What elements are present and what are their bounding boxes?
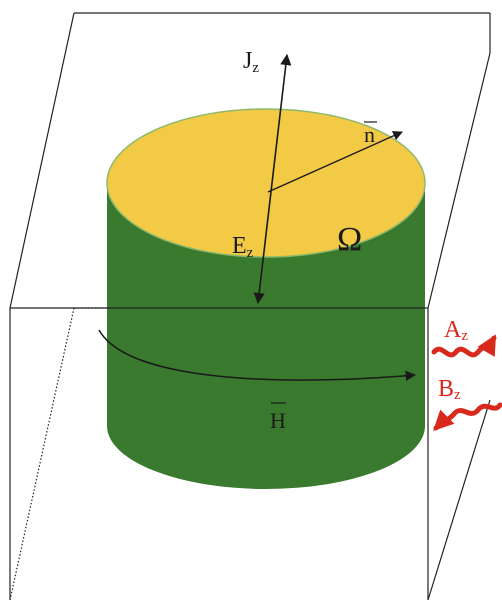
label-bz: Bz [438, 376, 461, 403]
box-left-back-edge [9, 12, 75, 309]
label-omega-main: Ω [337, 221, 362, 258]
box-left-lower-dotted-edge [9, 307, 75, 601]
label-az-main: A [444, 317, 462, 343]
label-jz-main: J [243, 48, 252, 74]
normal-vector-arrow [267, 131, 403, 193]
label-bz-main: B [438, 376, 454, 402]
cylinder [106, 108, 426, 489]
h-field-circulation-arrow [98, 329, 417, 382]
label-n-main: n [364, 122, 375, 147]
label-h: H [270, 408, 286, 433]
label-az-sub: z [461, 328, 468, 344]
label-ez: Ez [232, 233, 254, 261]
box-right-lower-edge [427, 399, 491, 601]
label-bz-sub: z [454, 387, 461, 403]
label-omega: Ω [337, 221, 362, 258]
box-mid-plane-right-edge [427, 52, 491, 309]
jz-ez-axis-arrow [253, 53, 292, 305]
box-front-edges [9, 52, 491, 601]
label-n: n [364, 122, 375, 147]
az-wave-arrow [431, 334, 497, 358]
label-az: Az [444, 317, 468, 344]
label-jz: Jz [243, 48, 259, 76]
box-wireframe [9, 12, 491, 601]
label-ez-sub: z [247, 245, 254, 261]
label-jz-sub: z [252, 60, 259, 76]
bz-wave-arrow [433, 402, 502, 431]
label-ez-main: E [232, 233, 247, 259]
label-h-main: H [270, 408, 286, 433]
cylinder-side [107, 183, 425, 489]
